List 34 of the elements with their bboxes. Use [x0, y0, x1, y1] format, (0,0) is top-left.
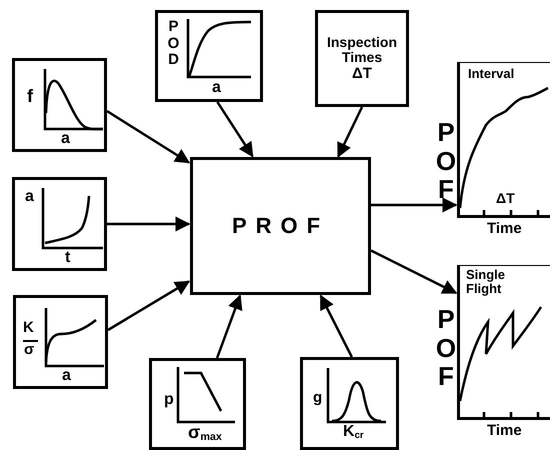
axis-label: t — [65, 249, 70, 267]
axis-label: σ — [24, 342, 34, 358]
process-box — [315, 10, 409, 107]
axis-label: p — [164, 391, 174, 409]
arrow — [337, 106, 364, 158]
arrow — [371, 198, 458, 212]
arrow — [216, 294, 242, 358]
axis-label: a — [25, 188, 34, 206]
axis-label: f — [27, 87, 33, 107]
axis-label: POD — [166, 19, 180, 68]
box-label: ΔT — [352, 66, 372, 82]
axis-label: Interval — [468, 67, 514, 82]
arrow — [370, 249, 458, 294]
axis-label: K$_{cr}$ — [343, 423, 364, 442]
axis-label: POF — [434, 118, 458, 204]
axis-label: K — [23, 320, 34, 336]
arrow — [107, 280, 190, 332]
axis-label: POF — [434, 305, 458, 391]
axis-label: a — [62, 367, 71, 385]
axis-label: g — [313, 390, 322, 406]
axis-label: σ$_{max}$ — [188, 423, 222, 444]
axis-label: Time — [487, 221, 522, 238]
arrow — [216, 101, 254, 158]
axis-label: a — [212, 79, 221, 97]
box-label: PROF — [232, 214, 330, 238]
arrow — [107, 216, 190, 232]
axis-label: ΔT — [496, 191, 515, 206]
box-label: Inspection Times — [326, 34, 398, 66]
axis-label: a — [61, 130, 70, 148]
axis-label: Time — [487, 423, 522, 440]
process-box — [190, 157, 371, 295]
axis-label: Single Flight — [466, 268, 506, 297]
arrow — [106, 110, 190, 164]
arrow — [320, 294, 353, 358]
